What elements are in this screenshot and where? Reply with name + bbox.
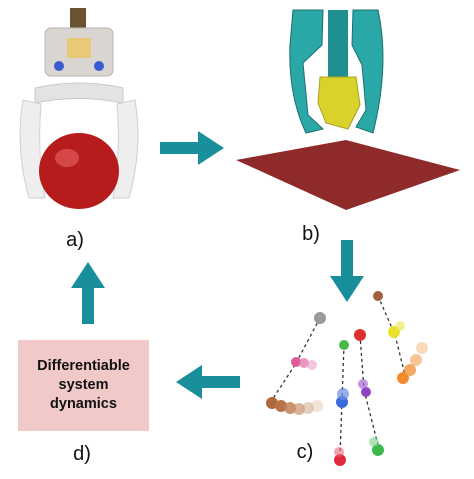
- arrow-b-to-c: [330, 240, 364, 302]
- gripper-photo: [19, 8, 139, 209]
- apple: [39, 133, 119, 209]
- trail-blue: [336, 388, 349, 408]
- arrow-d-to-a: [71, 262, 105, 324]
- gripper-finger-right: [112, 99, 139, 199]
- arrow-c-to-d: [176, 365, 240, 399]
- trail-point-gray: [314, 312, 326, 324]
- trail-green: [369, 437, 384, 456]
- gripper-arm-top: [34, 82, 124, 104]
- sim-finger-left: [289, 9, 325, 134]
- gripper-led-right: [94, 61, 104, 71]
- trail-orange: [397, 342, 428, 384]
- panel-label-d: d): [73, 443, 91, 465]
- trail-point-green: [339, 340, 349, 350]
- trail-pink: [291, 357, 317, 370]
- sim-finger-middle: [328, 10, 348, 80]
- panel-label-c: c): [296, 441, 314, 463]
- trail-point-brown-top: [373, 291, 383, 301]
- arrow-a-to-b: [160, 131, 224, 165]
- simulation-render: [236, 9, 460, 210]
- gripper-led-left: [54, 61, 64, 71]
- trail-yellow: [388, 321, 405, 338]
- differentiable-dynamics-text: Differentiable system dynamics: [37, 358, 130, 412]
- trail-brown: [266, 397, 323, 415]
- sim-object: [317, 76, 361, 130]
- panel-label-a: a): [66, 229, 84, 251]
- panel-label-b: b): [302, 223, 320, 245]
- gripper-finger-left: [19, 99, 46, 199]
- gripper-chip: [67, 38, 91, 58]
- apple-highlight: [55, 149, 79, 167]
- gripper-mount-rod: [70, 8, 86, 30]
- trail-red: [334, 447, 346, 466]
- trajectory-dashed-lines: [271, 295, 406, 456]
- trail-point-red: [354, 329, 366, 341]
- differentiable-dynamics-box: Differentiable system dynamics: [18, 340, 149, 431]
- sim-finger-right: [351, 9, 384, 134]
- simulation-floor: [236, 140, 460, 210]
- trail-purple: [358, 379, 371, 397]
- trajectory-plot: [266, 291, 428, 466]
